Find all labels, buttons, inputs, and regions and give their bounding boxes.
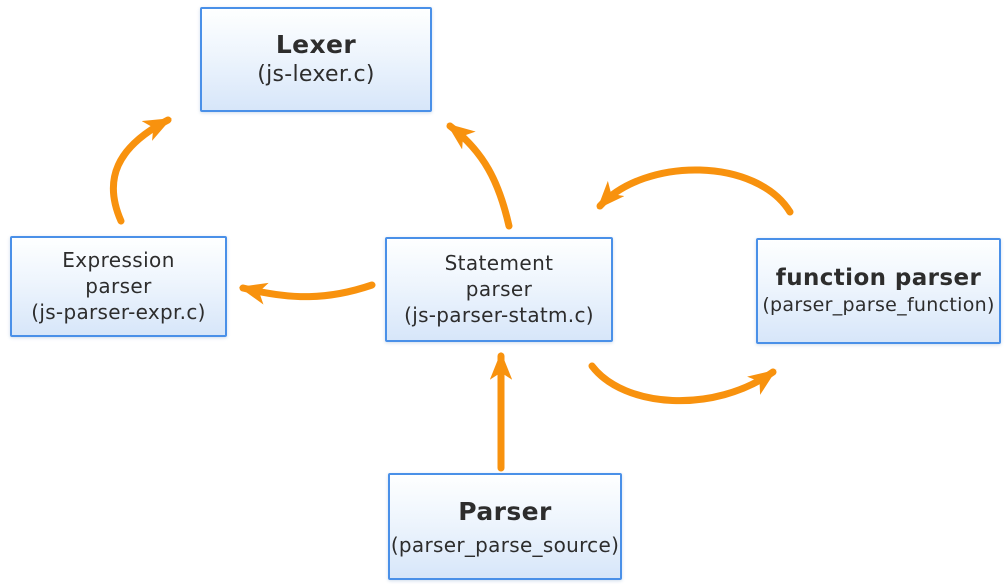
arrow-statement-parser-to-function-parser (588, 362, 777, 405)
arrow-statement-parser-to-lexer (446, 122, 513, 230)
node-parser: Parser (parser_parse_source) (388, 473, 622, 580)
arrow-function-parser-to-statement-parser (596, 166, 794, 216)
node-statement-parser-title: Statement parser (444, 250, 554, 301)
node-function-parser-title: function parser (775, 264, 982, 291)
node-lexer-subtitle: (js-lexer.c) (257, 62, 375, 88)
node-statement-parser-subtitle: (js-parser-statm.c) (404, 303, 594, 328)
node-lexer-title: Lexer (275, 30, 357, 60)
arrow-statement-parser-to-expression-parser (238, 281, 376, 305)
node-parser-subtitle: (parser_parse_source) (390, 532, 620, 557)
node-lexer: Lexer (js-lexer.c) (200, 7, 432, 112)
node-function-parser-subtitle: (parser_parse_function) (762, 294, 995, 317)
node-expression-parser-subtitle: (js-parser-expr.c) (31, 300, 206, 325)
node-expression-parser-title: Expression parser (62, 247, 175, 298)
arrow-expression-parser-to-lexer (109, 116, 172, 225)
node-function-parser: function parser (parser_parse_function) (756, 238, 1001, 344)
node-expression-parser: Expression parser (js-parser-expr.c) (10, 236, 227, 337)
node-parser-title: Parser (458, 496, 552, 526)
node-statement-parser: Statement parser (js-parser-statm.c) (385, 237, 613, 342)
